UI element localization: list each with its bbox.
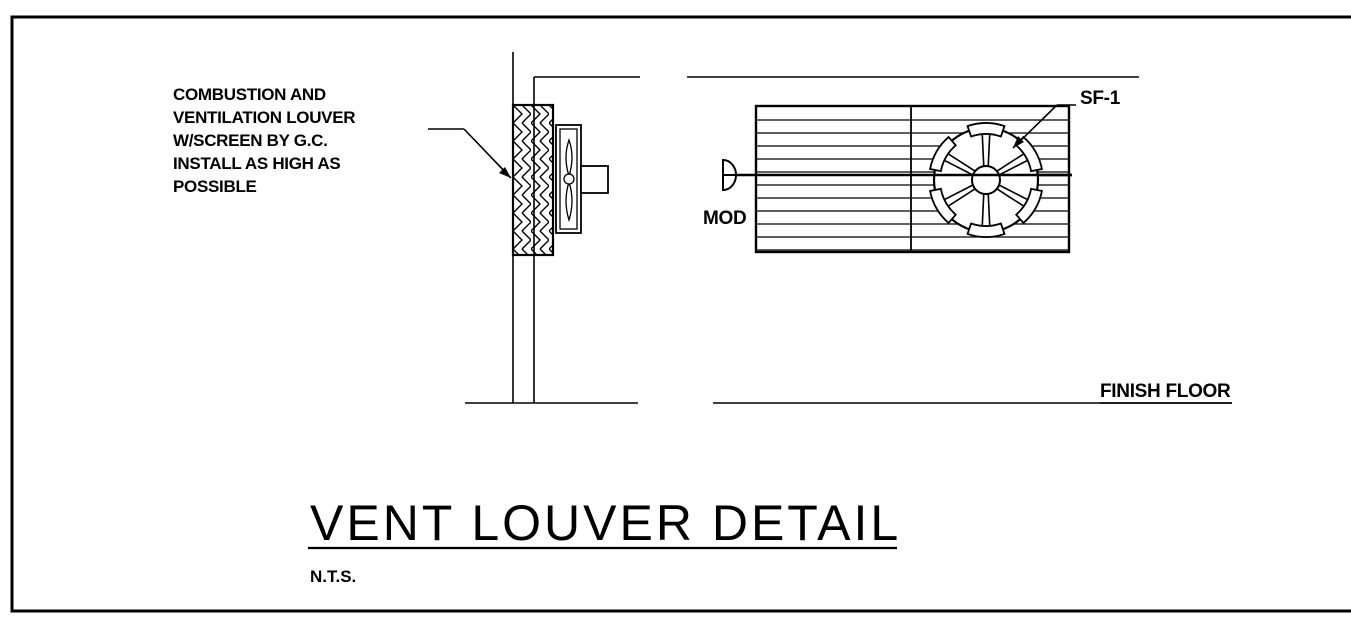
louver-note-line-4: INSTALL AS HIGH AS — [173, 154, 340, 173]
supply-fan-sf1 — [929, 122, 1072, 238]
finish-floor-label: FINISH FLOOR — [1100, 381, 1231, 402]
wall-fan-section — [555, 124, 609, 234]
fan-motor — [580, 165, 609, 194]
detail-title: VENT LOUVER DETAIL — [310, 495, 901, 551]
wall-section-view — [428, 52, 640, 404]
note-leader — [428, 128, 512, 179]
louver-note-line-3: W/SCREEN BY G.C. — [173, 131, 328, 150]
louver-note-line-1: COMBUSTION AND — [173, 85, 326, 104]
louver-elevation-view — [687, 76, 1232, 404]
fan-tag-label: SF-1 — [1080, 88, 1121, 109]
louver-note-line-2: VENTILATION LOUVER — [173, 108, 355, 127]
damper-label: MOD — [703, 208, 746, 229]
fan-tag-leader — [1012, 104, 1076, 149]
louver-note-line-5: POSSIBLE — [173, 177, 257, 196]
louver-section — [511, 103, 555, 257]
scale-note: N.T.S. — [310, 567, 356, 586]
louver-frame — [754, 104, 1071, 254]
sheet-border — [10, 15, 1351, 613]
fan-blade — [966, 193, 1006, 238]
